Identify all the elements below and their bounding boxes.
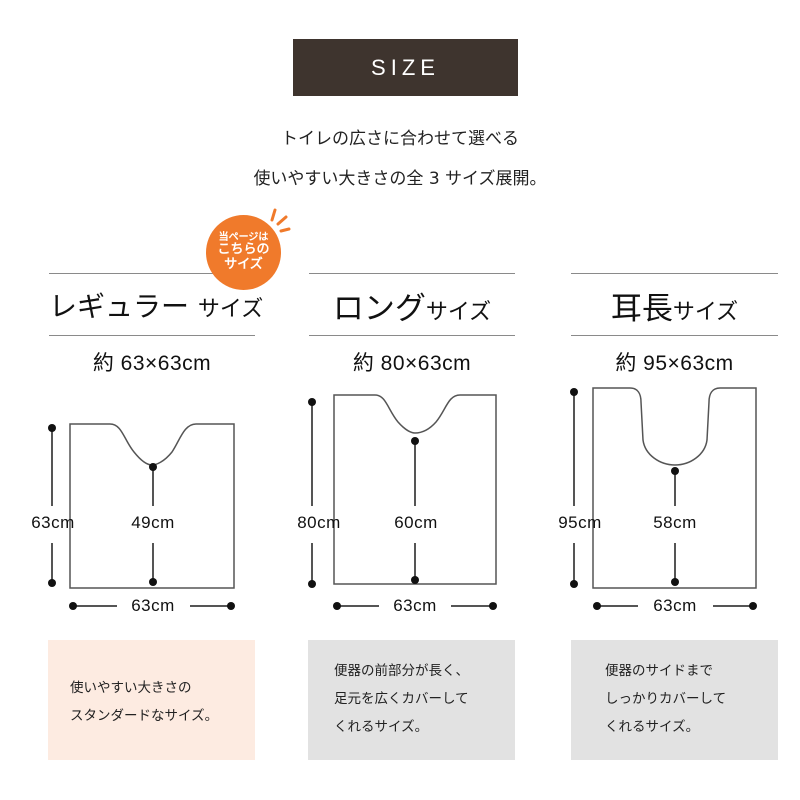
mat-outline-long	[333, 394, 497, 585]
badge-line-1: 当ページは	[218, 231, 269, 243]
mat-outline-earlong	[592, 387, 757, 589]
section-title-text: SIZE	[371, 54, 440, 80]
length-label-earlong: 95cm	[558, 513, 602, 532]
divider-top-earlong	[571, 273, 778, 274]
size-name-main: 耳長	[610, 291, 673, 327]
description-panel-regular: 使いやすい大きさの スタンダードなサイズ。	[48, 640, 255, 760]
size-name-suffix: サイズ	[197, 297, 264, 322]
size-name-main: ロング	[332, 291, 426, 327]
divider-top-regular	[49, 273, 255, 274]
subtitle-line-1: トイレの広さに合わせて選べる	[281, 129, 519, 149]
description-line: くれるサイズ。	[605, 719, 700, 735]
divider-top-long	[309, 273, 515, 274]
size-dimensions-regular: 約 63×63cm	[92, 352, 212, 375]
divider-bottom-earlong	[571, 335, 778, 336]
size-diagrams	[48, 387, 757, 610]
description-panel-earlong: 便器のサイドまで しっかりカバーして くれるサイズ。	[571, 640, 778, 760]
size-name-regular: レギュラー サイズ	[49, 285, 263, 325]
width-label-long: 63cm	[393, 596, 437, 615]
description-panel-long: 便器の前部分が長く、 足元を広くカバーして くれるサイズ。	[308, 640, 515, 760]
size-name-suffix: サイズ	[672, 300, 739, 325]
length-label-long: 80cm	[297, 513, 341, 532]
size-dimensions-long: 約 80×63cm	[352, 352, 472, 375]
divider-bottom-regular	[49, 335, 255, 336]
size-name-earlong: 耳長サイズ	[571, 283, 778, 328]
length-label-regular: 63cm	[31, 513, 75, 532]
size-dimensions-earlong: 約 95×63cm	[615, 352, 734, 375]
inner-label-regular: 49cm	[131, 513, 175, 532]
description-line: しっかりカバーして	[605, 691, 727, 707]
sparkle-icon	[270, 208, 291, 233]
badge-line-3: サイズ	[224, 257, 263, 273]
description-line: スタンダードなサイズ。	[70, 708, 219, 724]
description-line: くれるサイズ。	[334, 719, 429, 735]
description-line: 便器の前部分が長く、	[334, 663, 469, 679]
current-page-badge: 当ページは こちらの サイズ	[206, 215, 281, 290]
description-line: 足元を広くカバーして	[334, 691, 469, 707]
section-title: SIZE	[293, 39, 518, 96]
subtitle-line-2: 使いやすい大きさの全 3 サイズ展開。	[253, 169, 547, 189]
divider-bottom-long	[309, 335, 515, 336]
size-name-long: ロングサイズ	[309, 283, 515, 328]
width-label-earlong: 63cm	[653, 596, 697, 615]
inner-label-earlong: 58cm	[653, 513, 697, 532]
size-name-main: レギュラー	[49, 290, 190, 323]
width-label-regular: 63cm	[131, 596, 175, 615]
size-name-suffix: サイズ	[425, 300, 492, 325]
description-line: 便器のサイドまで	[605, 663, 713, 679]
badge-line-2: こちらの	[217, 242, 270, 258]
inner-label-long: 60cm	[394, 513, 438, 532]
description-line: 使いやすい大きさの	[70, 680, 192, 696]
